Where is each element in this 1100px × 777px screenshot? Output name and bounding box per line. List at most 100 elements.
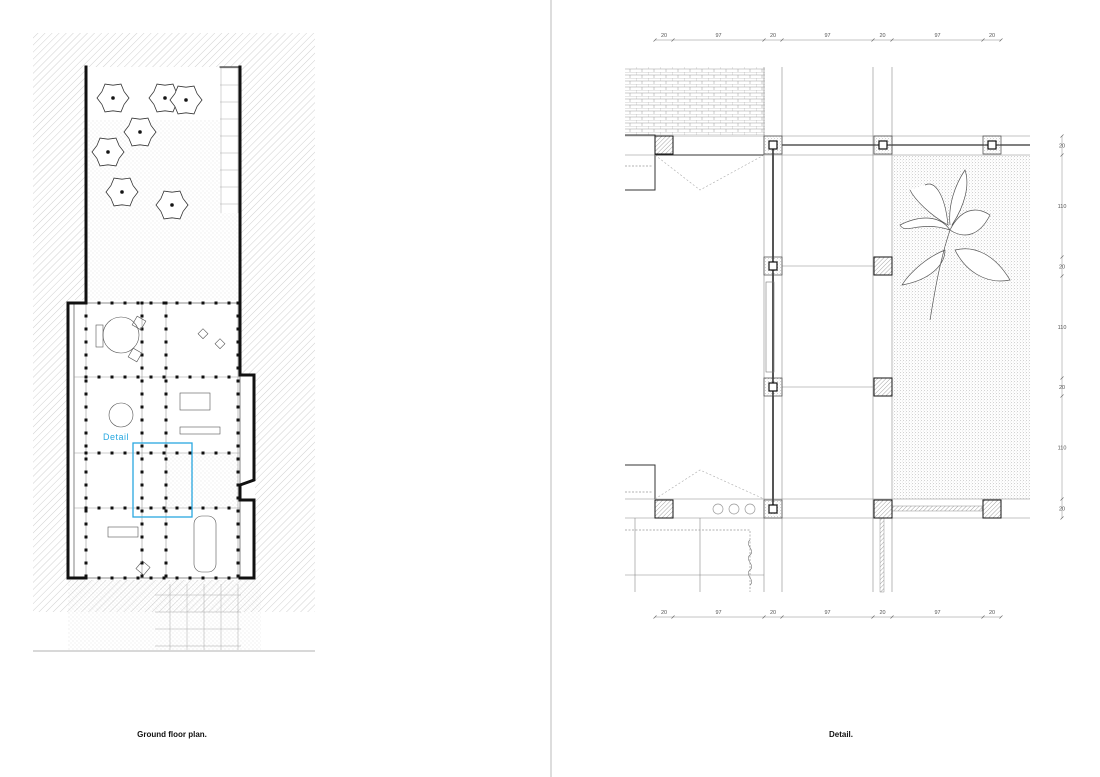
column <box>227 301 231 305</box>
planting-bed <box>893 155 1030 499</box>
column <box>164 509 168 513</box>
column <box>236 327 240 331</box>
garden-steps <box>220 67 240 213</box>
tree-icon <box>155 190 189 220</box>
column <box>140 457 144 461</box>
column <box>162 301 166 305</box>
column <box>140 561 144 565</box>
front-paving <box>155 584 241 650</box>
column <box>140 353 144 357</box>
column <box>164 353 168 357</box>
column <box>140 535 144 539</box>
dimension-bottom: 20 <box>770 610 776 616</box>
column <box>110 576 114 580</box>
column <box>164 548 168 552</box>
column <box>188 451 192 455</box>
dimension-top: 20 <box>989 33 995 39</box>
steel-column <box>763 377 783 397</box>
steel-column <box>982 135 1002 155</box>
column <box>140 379 144 383</box>
column <box>84 366 88 370</box>
concrete-column <box>873 256 893 276</box>
column <box>136 451 140 455</box>
left-caption: Ground floor plan. <box>137 730 207 739</box>
dimension-bottom: 20 <box>989 610 995 616</box>
column <box>84 506 88 510</box>
column <box>236 483 240 487</box>
column <box>136 576 140 580</box>
column <box>164 366 168 370</box>
dimension-top: 20 <box>661 33 667 39</box>
column <box>140 431 144 435</box>
column <box>123 301 127 305</box>
dimension-bottom: 20 <box>879 610 885 616</box>
tree-icon <box>105 177 139 207</box>
column <box>84 375 88 379</box>
dimension-right: 20 <box>1059 144 1065 150</box>
column <box>214 375 218 379</box>
column <box>136 506 140 510</box>
column <box>140 574 144 578</box>
column <box>236 340 240 344</box>
column <box>214 506 218 510</box>
column <box>97 375 101 379</box>
column <box>84 548 88 552</box>
column <box>164 522 168 526</box>
column <box>201 375 205 379</box>
dimension-right: 20 <box>1059 385 1065 391</box>
column <box>140 522 144 526</box>
column <box>84 470 88 474</box>
column <box>164 444 168 448</box>
concrete-column <box>873 499 893 519</box>
column <box>236 522 240 526</box>
column <box>201 301 205 305</box>
column <box>84 451 88 455</box>
concrete-column <box>873 377 893 397</box>
column <box>164 392 168 396</box>
column <box>140 444 144 448</box>
column <box>201 506 205 510</box>
column <box>84 405 88 409</box>
tree-icon <box>96 83 130 113</box>
column <box>84 574 88 578</box>
steel-column <box>763 499 783 519</box>
column <box>236 574 240 578</box>
column <box>123 506 127 510</box>
plant-drawing <box>899 169 1011 321</box>
column <box>164 457 168 461</box>
column <box>140 418 144 422</box>
column <box>123 451 127 455</box>
steel-column <box>763 256 783 276</box>
column <box>149 451 153 455</box>
column <box>236 314 240 318</box>
column <box>188 301 192 305</box>
column <box>123 576 127 580</box>
steel-column <box>873 135 893 155</box>
tree-icon <box>123 117 157 147</box>
concrete-column <box>982 499 1002 519</box>
column <box>140 470 144 474</box>
column <box>175 506 179 510</box>
tree-icon <box>148 83 182 113</box>
column <box>227 451 231 455</box>
column <box>140 392 144 396</box>
column <box>188 375 192 379</box>
column <box>140 366 144 370</box>
column <box>140 314 144 318</box>
column <box>164 483 168 487</box>
column <box>236 535 240 539</box>
concrete-column <box>654 499 674 519</box>
column <box>97 301 101 305</box>
column <box>162 506 166 510</box>
dimension-top: 20 <box>770 33 776 39</box>
column <box>175 375 179 379</box>
column <box>188 506 192 510</box>
column <box>227 506 231 510</box>
column <box>164 327 168 331</box>
column <box>236 431 240 435</box>
column <box>164 418 168 422</box>
column <box>175 301 179 305</box>
column <box>236 392 240 396</box>
column <box>84 418 88 422</box>
